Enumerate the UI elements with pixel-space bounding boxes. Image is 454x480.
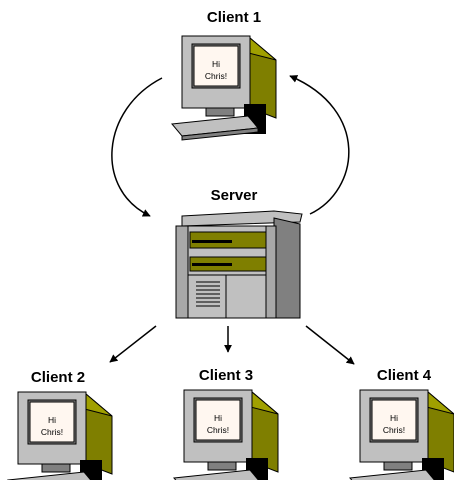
arrows [109,75,355,365]
client-4: Client 4 Hi Chris! [349,367,454,480]
client-1-screen-line2: Chris! [205,71,227,81]
client-2-screen-line1: Hi [48,415,56,425]
computer-terminal-icon: Hi Chris! [171,35,277,141]
client-3-label: Client 3 [199,367,253,384]
client-2-label: Client 2 [31,369,85,386]
arrow-icon [305,325,355,365]
computer-terminal-icon: Hi Chris! [7,391,113,480]
client-4-label: Client 4 [377,367,432,384]
arrow-icon [289,75,350,215]
client-2: Client 2 Hi Chris! [7,369,113,480]
client-4-screen-line2: Chris! [383,425,405,435]
client-1: Client 1 Hi Chris! [171,9,277,141]
arrow-icon [109,325,157,363]
server: Server [175,187,303,319]
client-1-screen-line1: Hi [212,59,220,69]
arrow-icon [111,77,163,217]
computer-terminal-icon: Hi Chris! [349,389,454,480]
client-3: Client 3 Hi Chris! [173,367,279,480]
client-4-screen-line1: Hi [390,413,398,423]
computer-terminal-icon: Hi Chris! [173,389,279,480]
server-tower-icon [175,210,303,319]
server-label: Server [211,187,258,204]
client-1-label: Client 1 [207,9,261,26]
client-3-screen-line1: Hi [214,413,222,423]
client-3-screen-line2: Chris! [207,425,229,435]
client-2-screen-line2: Chris! [41,427,63,437]
